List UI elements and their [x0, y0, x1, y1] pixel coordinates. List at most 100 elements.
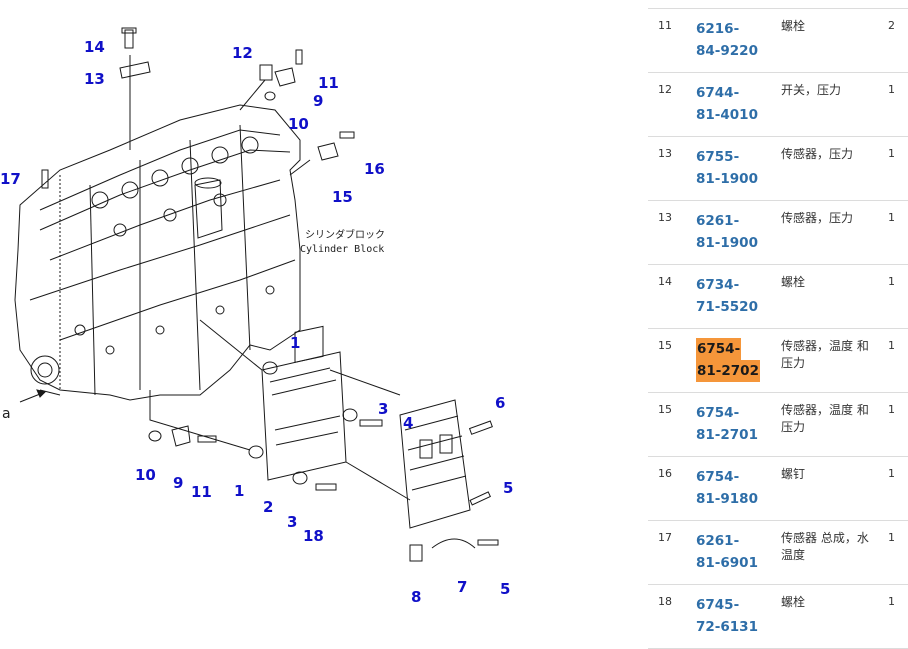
- callout-8[interactable]: 8: [411, 588, 421, 606]
- part-number-suffix: 81-1900: [696, 235, 758, 251]
- part-16-screw: [339, 131, 355, 139]
- part-number-link[interactable]: 6216- 84-9220: [696, 18, 766, 62]
- callout-10-bottom[interactable]: 10: [135, 466, 156, 484]
- callout-9-top[interactable]: 9: [313, 92, 323, 110]
- callout-10-top[interactable]: 10: [288, 115, 309, 133]
- part-number-prefix: 6261-: [696, 533, 740, 549]
- part-number-prefix: 6744-: [696, 85, 740, 101]
- callout-1-top[interactable]: 1: [290, 334, 300, 352]
- part-number-suffix: 81-2702: [696, 360, 760, 382]
- block-label-jp: シリンダブロック: [305, 228, 385, 241]
- part-description: 螺栓: [781, 275, 806, 289]
- part-11-bolt-bottom: [197, 435, 217, 443]
- part-number-prefix: 6754-: [696, 405, 740, 421]
- part-quantity: 1: [888, 83, 895, 96]
- part-number-prefix: 6745-: [696, 597, 740, 613]
- controller-unit: [399, 399, 471, 529]
- part-number-prefix: 6734-: [696, 277, 740, 293]
- part-description: 开关，压力: [781, 83, 842, 97]
- callout-9-bottom[interactable]: 9: [173, 474, 183, 492]
- part-number-link[interactable]: 6261- 81-1900: [696, 210, 766, 254]
- part-17-sensor: [41, 169, 49, 189]
- part-quantity: 1: [888, 211, 895, 224]
- callout-17[interactable]: 17: [0, 170, 21, 188]
- part-13-sensor: [119, 61, 151, 79]
- part-description: 传感器，温度 和 压力: [781, 339, 869, 370]
- block-label-en: Cylinder Block: [300, 244, 384, 255]
- part-row: 12 6744- 81-4010 开关，压力 1: [648, 72, 908, 136]
- callout-15[interactable]: 15: [332, 188, 353, 206]
- callout-1-bottom[interactable]: 1: [234, 482, 244, 500]
- part-ref-number: 13: [658, 147, 672, 160]
- part-number-link[interactable]: 6755-81-1900: [696, 146, 766, 190]
- part-3-nut-top: [342, 408, 358, 422]
- part-number-prefix: 6754-: [696, 338, 742, 360]
- part-number-suffix: 81-2701: [696, 427, 758, 443]
- callout-5-top[interactable]: 5: [503, 479, 513, 497]
- part-number-prefix: 6261-: [696, 213, 740, 229]
- part-number-link[interactable]: 6744- 81-4010: [696, 82, 766, 126]
- part-4-bolt: [359, 419, 383, 427]
- callout-3-top[interactable]: 3: [378, 400, 388, 418]
- part-ref-number: 12: [658, 83, 672, 96]
- callout-11-top[interactable]: 11: [318, 74, 339, 92]
- part-quantity: 1: [888, 339, 895, 352]
- part-quantity: 1: [888, 147, 895, 160]
- callout-4[interactable]: 4: [403, 414, 413, 432]
- part-number-link[interactable]: 6261- 81-6901: [696, 530, 766, 574]
- part-quantity: 1: [888, 595, 895, 608]
- callout-14[interactable]: 14: [84, 38, 105, 56]
- part-12-switch: [259, 64, 273, 81]
- part-number-link[interactable]: 6754-81-9180: [696, 466, 766, 510]
- part-number-link[interactable]: 6745- 72-6131: [696, 594, 766, 638]
- part-number-prefix: 6755-: [696, 149, 740, 165]
- part-number-link[interactable]: 6754- 81-2701: [696, 402, 766, 446]
- part-9-sensor-top: [274, 67, 296, 87]
- callout-11-bottom[interactable]: 11: [191, 483, 212, 501]
- part-number-suffix: 81-6901: [696, 555, 758, 571]
- part-quantity: 2: [888, 19, 895, 32]
- callout-6[interactable]: 6: [495, 394, 505, 412]
- part-10-oring-top: [264, 91, 276, 101]
- part-ref-number: 13: [658, 211, 672, 224]
- callout-7[interactable]: 7: [457, 578, 467, 596]
- callout-5-bottom[interactable]: 5: [500, 580, 510, 598]
- callout-3-bottom[interactable]: 3: [287, 513, 297, 531]
- part-number-suffix: 72-6131: [696, 619, 758, 635]
- part-number-link[interactable]: 6754-81-2702: [696, 338, 766, 382]
- part-8-bolt: [409, 544, 423, 562]
- callout-18[interactable]: 18: [303, 527, 324, 545]
- callout-12[interactable]: 12: [232, 44, 253, 62]
- callout-13[interactable]: 13: [84, 70, 105, 88]
- part-ref-number: 11: [658, 19, 672, 32]
- part-7-strap: [431, 538, 476, 549]
- part-number-suffix: 81-4010: [696, 107, 758, 123]
- callout-2[interactable]: 2: [263, 498, 273, 516]
- part-5-stud-top: [469, 491, 491, 506]
- part-ref-number: 16: [658, 467, 672, 480]
- part-description: 螺栓: [781, 595, 806, 609]
- part-5-stud-bottom: [477, 539, 499, 546]
- engine-block-outline: [14, 104, 301, 401]
- part-quantity: 1: [888, 275, 895, 288]
- part-14-bolt: [124, 29, 134, 49]
- part-6-bolt: [468, 420, 493, 435]
- part-ref-number: 17: [658, 531, 672, 544]
- callout-16[interactable]: 16: [364, 160, 385, 178]
- part-number-suffix: 84-9220: [696, 43, 758, 59]
- part-number-prefix: 6216-: [696, 21, 740, 37]
- part-quantity: 1: [888, 467, 895, 480]
- part-10-oring-bottom: [148, 430, 162, 442]
- part-number-link[interactable]: 6734-71-5520: [696, 274, 766, 318]
- part-ref-number: 14: [658, 275, 672, 288]
- part-description: 传感器，温度 和 压力: [781, 403, 869, 434]
- part-description: 螺栓: [781, 19, 806, 33]
- part-18-bolt: [315, 483, 337, 491]
